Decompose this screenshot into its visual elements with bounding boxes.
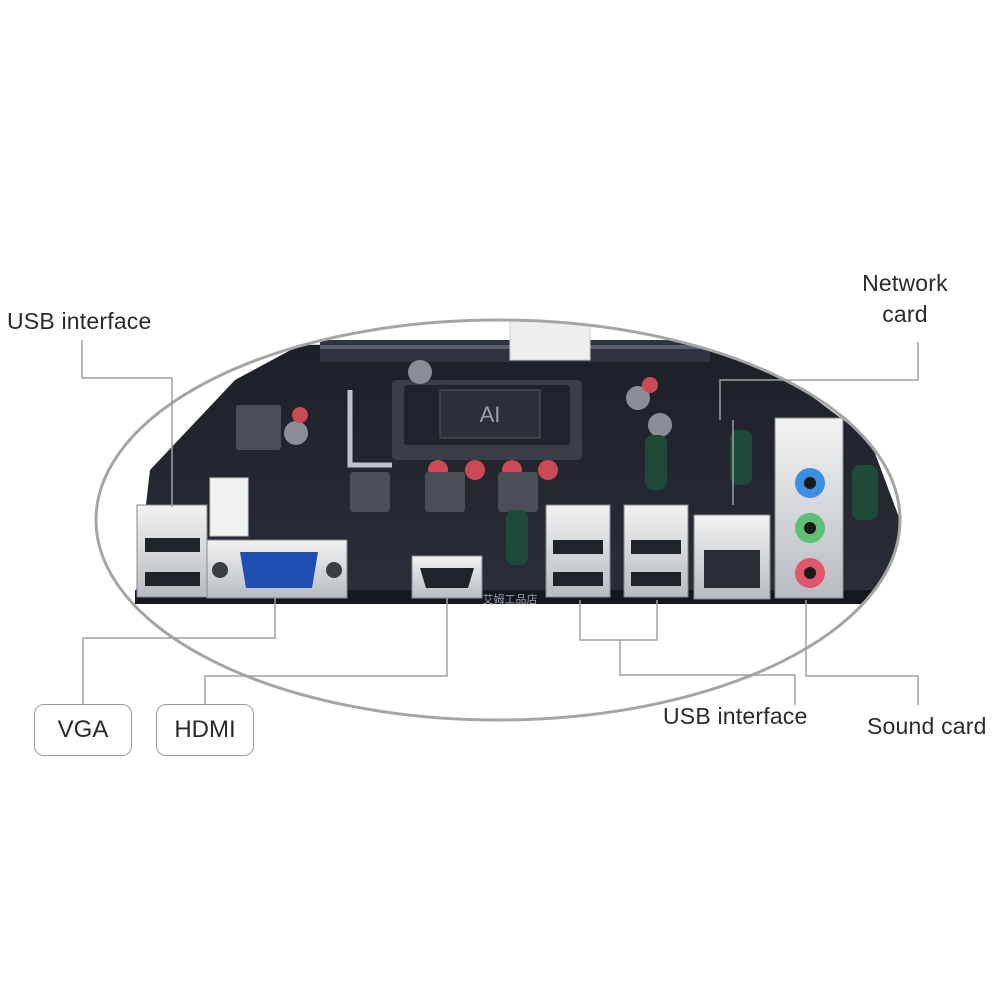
usb-interface-right-label: USB interface [663,703,808,729]
usb-port-right-1 [545,504,611,598]
ethernet-port [693,514,771,600]
usb-port-right-2 [623,504,689,598]
capacitors [284,360,672,480]
ellipse-border [94,318,902,722]
hdmi-label: HDMI [156,704,254,756]
network-leader [719,342,919,420]
hdmi-leader [204,598,448,705]
sound-card-label: Sound card [867,713,987,739]
usb-right-leader [579,600,658,641]
photo-ellipse: AI [96,320,900,720]
hdmi-port [411,555,483,599]
cpu-marking: AI [480,402,501,427]
usb-left-leader [81,340,173,507]
board-silkscreen: 艾姆工品店 [483,592,538,606]
network-card-label: Network card [862,270,948,327]
audio-jacks [774,417,844,599]
leader-lines [81,340,919,705]
vga-leader [82,598,276,705]
vga-label: VGA [34,704,132,756]
sound-leader [805,600,919,705]
vga-port [206,539,348,599]
usb-interface-left-label: USB interface [7,308,152,334]
usb-port-left [136,504,208,598]
